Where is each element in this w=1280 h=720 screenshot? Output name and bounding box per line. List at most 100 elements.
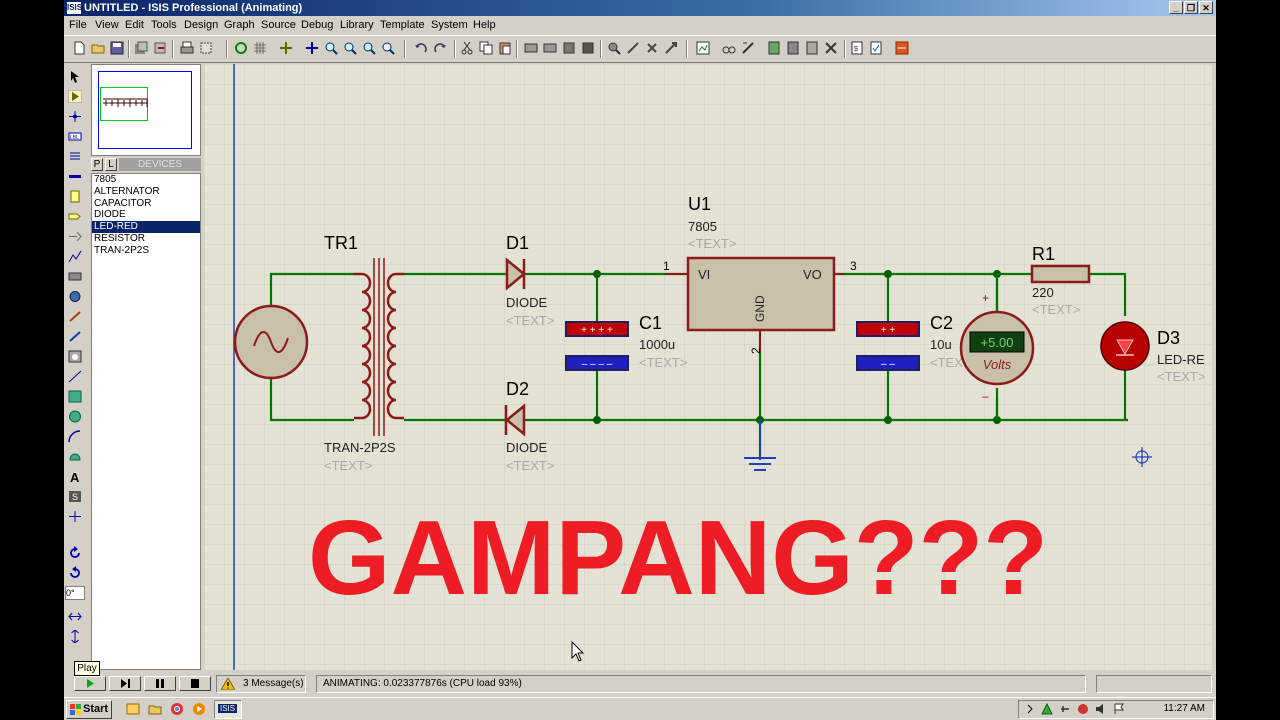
rotation-angle-field[interactable]: 0° — [65, 586, 85, 600]
stop-button[interactable] — [179, 676, 211, 691]
wire-autorouter-icon[interactable] — [696, 41, 710, 55]
zoom-all-icon[interactable] — [362, 41, 376, 55]
block-move-icon[interactable] — [543, 41, 557, 55]
usb-icon[interactable] — [1059, 703, 1071, 715]
security-icon[interactable] — [1077, 703, 1089, 715]
arc-tool-icon[interactable] — [68, 430, 82, 443]
current-probe-icon[interactable] — [68, 330, 82, 343]
close-button[interactable]: ✕ — [1199, 1, 1213, 14]
menu-view[interactable]: View — [95, 19, 119, 31]
zoom-out-icon[interactable] — [343, 41, 357, 55]
led-d3[interactable] — [1100, 321, 1150, 371]
pick-devices-tab[interactable]: P — [91, 158, 103, 171]
undo-icon[interactable] — [414, 41, 428, 55]
play-button[interactable] — [74, 676, 106, 691]
block-delete-icon[interactable] — [581, 41, 595, 55]
rotate-anticlockwise-icon[interactable] — [68, 566, 82, 579]
capacitor-c2[interactable] — [856, 321, 920, 371]
packaging-tool-icon[interactable] — [645, 41, 659, 55]
device-item[interactable]: TRAN-2P2S — [94, 244, 150, 256]
make-device-icon[interactable] — [626, 41, 640, 55]
paste-icon[interactable] — [498, 41, 512, 55]
folder-icon[interactable] — [148, 702, 162, 716]
text-script-icon[interactable] — [68, 150, 82, 163]
taskbar-isis-button[interactable]: ISIS — [214, 700, 242, 719]
set-area-icon[interactable] — [199, 41, 213, 55]
zoom-in-icon[interactable] — [324, 41, 338, 55]
junction-dot-icon[interactable] — [68, 110, 82, 123]
search-tag-icon[interactable] — [722, 41, 736, 55]
pan-icon[interactable] — [305, 41, 319, 55]
network-icon[interactable] — [1041, 703, 1053, 715]
tray-arrow-icon[interactable] — [1025, 704, 1035, 714]
title-bar[interactable]: ISIS UNTITLED - ISIS Professional (Anima… — [64, 0, 1216, 16]
line-tool-icon[interactable] — [68, 370, 82, 383]
exit-to-parent-icon[interactable] — [805, 41, 819, 55]
media-player-icon[interactable] — [192, 702, 206, 716]
menu-system[interactable]: System — [431, 19, 468, 31]
electrical-rules-check-icon[interactable] — [869, 41, 883, 55]
redo-icon[interactable] — [433, 41, 447, 55]
menu-template[interactable]: Template — [380, 19, 425, 31]
device-item[interactable]: ALTERNATOR — [94, 185, 160, 197]
path-tool-icon[interactable] — [68, 450, 82, 463]
schematic-canvas[interactable]: TR1 TRAN-2P2S <TEXT> D1 DIODE <TEXT> D2 … — [204, 64, 1212, 670]
terminals-icon[interactable] — [68, 210, 82, 223]
voltage-probe-icon[interactable] — [68, 310, 82, 323]
cut-icon[interactable] — [460, 41, 474, 55]
zoom-area-icon[interactable] — [381, 41, 395, 55]
start-button[interactable]: Start — [66, 700, 112, 719]
rotate-clockwise-icon[interactable] — [68, 546, 82, 559]
menu-edit[interactable]: Edit — [125, 19, 144, 31]
component-mode-icon[interactable] — [68, 90, 82, 103]
regulator-u1[interactable] — [665, 256, 844, 352]
text-tool-icon[interactable]: A — [68, 470, 82, 483]
device-item[interactable]: 7805 — [94, 174, 117, 185]
chrome-icon[interactable] — [170, 702, 184, 716]
menu-debug[interactable]: Debug — [301, 19, 334, 31]
capacitor-c1[interactable] — [565, 321, 629, 371]
device-item-selected[interactable]: LED-RED — [92, 221, 200, 233]
messages-panel[interactable]: 3 Message(s) — [216, 675, 306, 693]
save-icon[interactable] — [110, 41, 124, 55]
resistor-r1[interactable] — [1030, 264, 1091, 284]
menu-library[interactable]: Library — [340, 19, 374, 31]
volume-icon[interactable] — [1095, 703, 1107, 715]
device-item[interactable]: DIODE — [94, 209, 126, 221]
block-rotate-icon[interactable] — [562, 41, 576, 55]
step-button[interactable] — [109, 676, 141, 691]
device-pins-icon[interactable] — [68, 230, 82, 243]
menu-help[interactable]: Help — [473, 19, 496, 31]
diode-d1[interactable] — [505, 257, 526, 291]
open-folder-icon[interactable] — [91, 41, 105, 55]
block-copy-icon[interactable] — [524, 41, 538, 55]
virtual-instruments-icon[interactable] — [68, 350, 82, 363]
remove-sheet-icon[interactable] — [786, 41, 800, 55]
box-tool-icon[interactable] — [68, 390, 82, 403]
library-manager-tab[interactable]: L — [105, 158, 117, 171]
menu-graph[interactable]: Graph — [224, 19, 255, 31]
symbol-tool-icon[interactable]: S — [68, 490, 82, 503]
grid-toggle-icon[interactable] — [253, 41, 267, 55]
netlist-to-ares-icon[interactable] — [895, 41, 909, 55]
bill-of-materials-icon[interactable]: $ — [850, 41, 864, 55]
origin-icon[interactable] — [279, 41, 293, 55]
import-icon[interactable] — [134, 41, 148, 55]
pick-device-icon[interactable] — [607, 41, 621, 55]
mirror-vertical-icon[interactable] — [68, 630, 82, 643]
overview-window[interactable] — [91, 64, 201, 156]
copy-icon[interactable] — [479, 41, 493, 55]
selection-mode-icon[interactable] — [68, 70, 82, 83]
marker-tool-icon[interactable] — [68, 510, 82, 523]
property-assign-icon[interactable] — [741, 41, 755, 55]
menu-design[interactable]: Design — [184, 19, 219, 31]
tape-recorder-icon[interactable] — [68, 270, 82, 283]
new-file-icon[interactable] — [72, 41, 86, 55]
new-sheet-icon[interactable] — [767, 41, 781, 55]
circle-tool-icon[interactable] — [68, 410, 82, 423]
decompose-icon[interactable] — [664, 41, 678, 55]
subcircuit-icon[interactable] — [68, 190, 82, 203]
menu-tools[interactable]: Tools — [151, 19, 177, 31]
show-desktop-icon[interactable] — [126, 702, 140, 716]
zoom-to-child-icon[interactable] — [824, 41, 838, 55]
